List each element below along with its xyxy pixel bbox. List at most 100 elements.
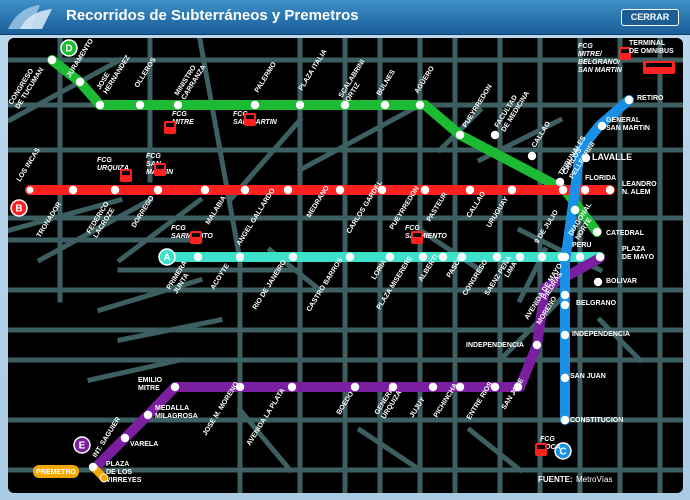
station-d-label: AGÜERO bbox=[412, 64, 436, 95]
station-b-marker bbox=[465, 185, 475, 195]
line-e-badge bbox=[73, 436, 91, 454]
station-e-label: BELGRANO bbox=[576, 300, 617, 307]
bus-icon bbox=[643, 61, 675, 74]
station-d-marker bbox=[135, 100, 145, 110]
close-button[interactable]: CERRAR bbox=[621, 9, 679, 26]
line-c-track bbox=[560, 95, 634, 425]
station-c-marker bbox=[597, 121, 607, 131]
train-icon bbox=[120, 169, 132, 182]
train-icon-window bbox=[122, 171, 130, 175]
street bbox=[8, 56, 124, 124]
station-a-marker bbox=[438, 252, 448, 262]
station-b-marker bbox=[68, 185, 78, 195]
station-b-marker bbox=[335, 185, 345, 195]
station-a-marker bbox=[385, 252, 395, 262]
station-e-marker bbox=[388, 382, 398, 392]
station-b-marker bbox=[377, 185, 387, 195]
station-a-marker bbox=[515, 252, 525, 262]
station-e-marker bbox=[143, 410, 153, 420]
line-d-badge bbox=[60, 39, 78, 57]
station-c-label: SAN JUAN bbox=[570, 373, 606, 380]
street bbox=[96, 276, 204, 314]
station-e-marker bbox=[120, 433, 130, 443]
station-e-marker bbox=[88, 462, 98, 472]
station-d-marker bbox=[173, 100, 183, 110]
train-icon-window bbox=[537, 445, 545, 449]
station-a-marker bbox=[418, 252, 428, 262]
train-icon-window bbox=[246, 115, 254, 119]
station-e-marker bbox=[350, 382, 360, 392]
logo-swoosh-icon bbox=[8, 5, 52, 29]
station-d-marker bbox=[555, 177, 565, 187]
station-a-marker bbox=[537, 252, 547, 262]
station-e-label: INDEPENDENCIA bbox=[466, 342, 524, 349]
street bbox=[116, 196, 204, 264]
street bbox=[466, 426, 524, 474]
bus-icon-window bbox=[646, 63, 672, 67]
street bbox=[596, 316, 644, 364]
station-a-marker bbox=[575, 252, 585, 262]
station-a-label: RIO DE JANEIRO bbox=[252, 258, 289, 311]
station-b-marker bbox=[507, 185, 517, 195]
station-d-label: MINISTROCARRANZA bbox=[174, 60, 208, 102]
premetro-badge bbox=[33, 465, 79, 478]
title-bar: Recorridos de Subterráneos y Premetros C… bbox=[0, 0, 690, 35]
station-d-label: CATEDRAL bbox=[606, 230, 645, 237]
train-icon bbox=[244, 113, 256, 126]
station-a-marker bbox=[345, 252, 355, 262]
station-b-marker bbox=[200, 185, 210, 195]
street bbox=[236, 406, 294, 474]
street bbox=[416, 226, 484, 274]
station-b-marker bbox=[605, 185, 615, 195]
station-b-marker bbox=[240, 185, 250, 195]
station-c-marker bbox=[560, 290, 570, 300]
station-c-marker bbox=[560, 373, 570, 383]
train-icon bbox=[411, 231, 423, 244]
station-c-marker bbox=[581, 153, 591, 163]
station-c-label: INDEPENDENCIA bbox=[572, 331, 630, 338]
train-icon bbox=[535, 443, 547, 456]
line-c-badge bbox=[554, 442, 572, 460]
station-d-marker bbox=[95, 100, 105, 110]
station-a-marker bbox=[457, 252, 467, 262]
station-d-marker bbox=[527, 151, 537, 161]
station-d-marker bbox=[455, 130, 465, 140]
station-e-marker bbox=[490, 382, 500, 392]
station-b-marker bbox=[420, 185, 430, 195]
station-d-marker bbox=[340, 100, 350, 110]
station-e-marker bbox=[455, 382, 465, 392]
station-b-marker bbox=[558, 185, 568, 195]
train-icon bbox=[164, 121, 176, 134]
train-icon-window bbox=[192, 233, 200, 237]
station-c-label: RETIRO bbox=[637, 95, 664, 102]
station-c-marker bbox=[560, 415, 570, 425]
station-e-marker bbox=[560, 300, 570, 310]
station-e-marker bbox=[593, 277, 603, 287]
station-b-marker bbox=[283, 185, 293, 195]
train-icon bbox=[190, 231, 202, 244]
station-b-label: DORREGO bbox=[131, 194, 156, 229]
street bbox=[8, 196, 124, 234]
station-d-marker bbox=[415, 100, 425, 110]
station-c-marker bbox=[624, 95, 634, 105]
station-e-marker bbox=[428, 382, 438, 392]
street bbox=[356, 426, 424, 474]
street bbox=[117, 317, 223, 343]
line-b-badge bbox=[10, 199, 28, 217]
station-b-marker bbox=[25, 185, 35, 195]
station-a-marker bbox=[235, 252, 245, 262]
station-b-marker bbox=[110, 185, 120, 195]
source-label: FUENTE: bbox=[538, 475, 573, 484]
train-icon bbox=[154, 163, 166, 176]
street bbox=[36, 196, 154, 264]
station-e-marker bbox=[170, 382, 180, 392]
